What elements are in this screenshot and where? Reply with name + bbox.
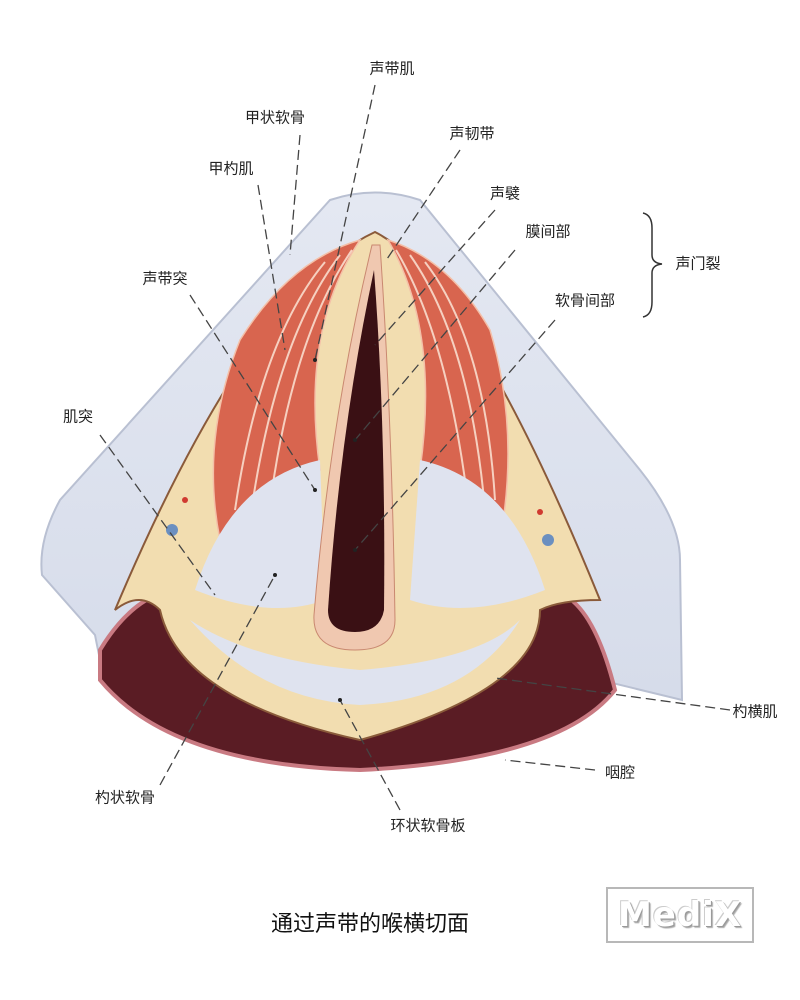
leader-lines [99, 84, 731, 811]
label-intercartilaginous-part: 软骨间部 [554, 291, 616, 310]
label-muscular-process: 肌突 [62, 407, 94, 426]
label-intermembranous-part: 膜间部 [525, 222, 571, 241]
figure-caption: 通过声带的喉横切面 [270, 912, 470, 937]
label-thyroid-cartilage: 甲状软骨 [244, 108, 306, 127]
label-vocal-ligament: 声韧带 [449, 124, 495, 143]
brace [642, 212, 663, 318]
arytenoid-shape [195, 460, 325, 608]
label-vocalis: 声带肌 [369, 59, 415, 78]
label-vocal-process: 声带突 [142, 269, 188, 288]
label-transverse-arytenoid: 杓横肌 [732, 702, 778, 721]
cricoid-shape [190, 620, 520, 705]
label-thyroarytenoid: 甲杓肌 [208, 159, 254, 178]
label-rima-glottidis: 声门裂 [675, 254, 721, 273]
label-vocal-fold: 声襞 [489, 184, 521, 203]
label-pharynx: 咽腔 [604, 763, 636, 782]
label-arytenoid-cartilage: 杓状软骨 [94, 788, 156, 807]
watermark-logo: MediX [606, 887, 754, 943]
label-cricoid-lamina: 环状软骨板 [390, 816, 466, 835]
